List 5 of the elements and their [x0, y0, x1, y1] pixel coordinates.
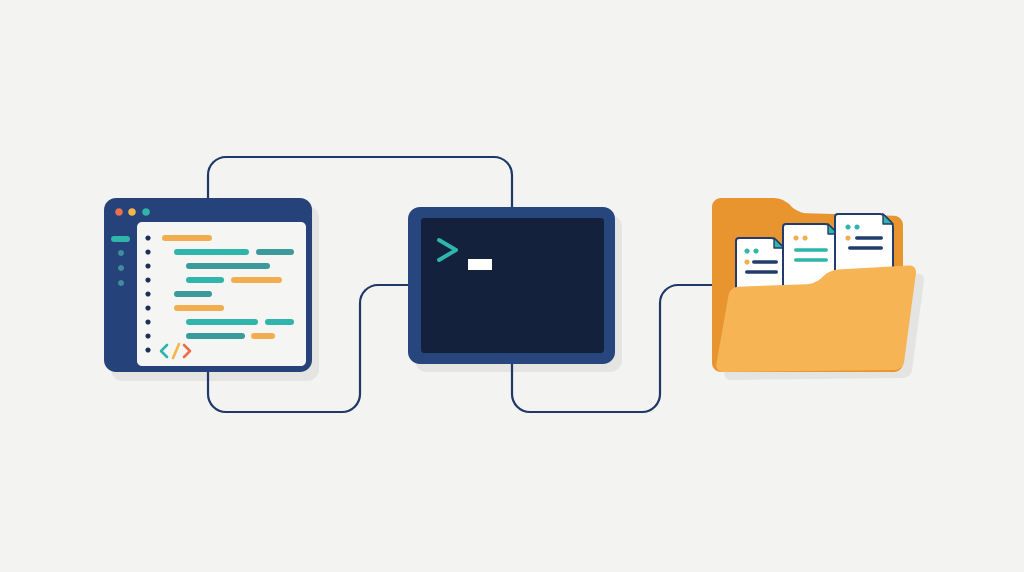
- connector-line: [206, 155, 514, 207]
- connector-line: [510, 283, 712, 414]
- folder-with-documents: [712, 198, 924, 380]
- terminal-window: [408, 207, 622, 372]
- code-editor-window: [104, 198, 319, 381]
